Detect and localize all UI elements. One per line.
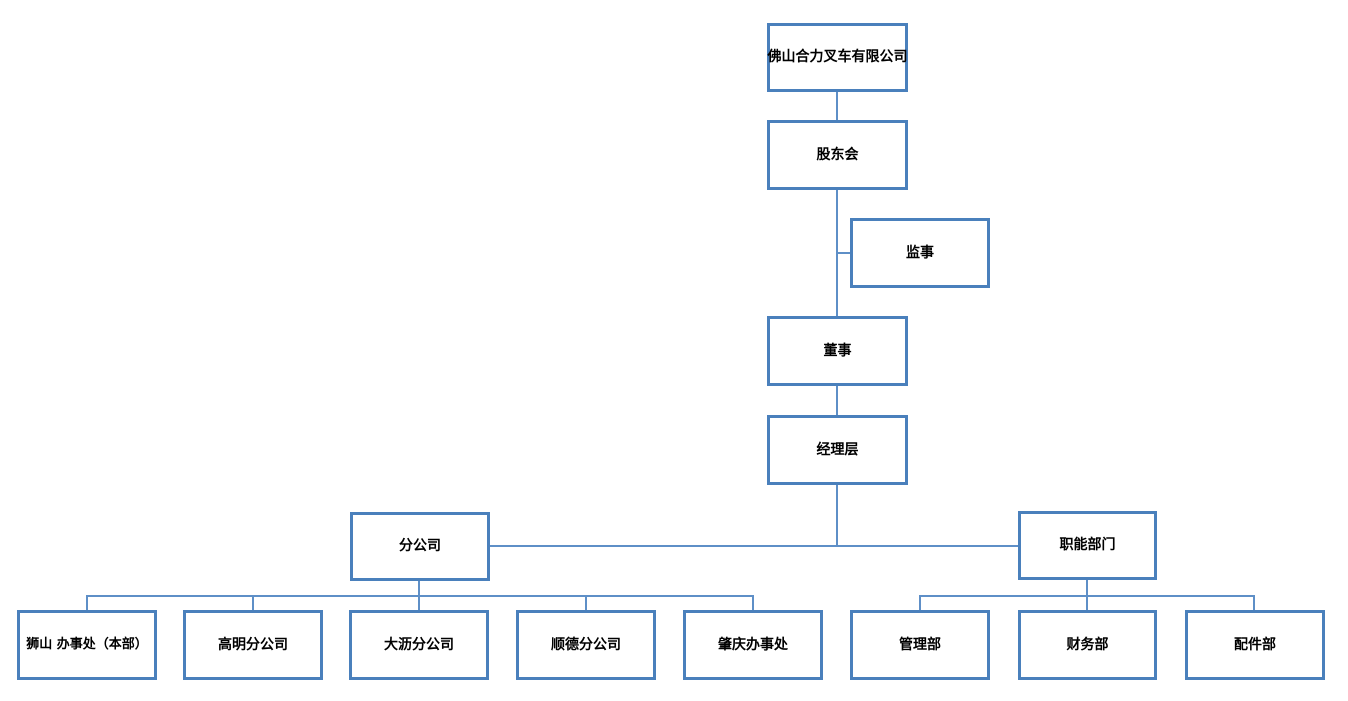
- org-node-management-label: 经理层: [816, 441, 859, 458]
- connector-management-downspine: [836, 485, 838, 546]
- connector-drop-admin: [919, 595, 921, 610]
- connector-drop-shunde: [585, 595, 587, 610]
- org-node-supervisor-label: 监事: [906, 244, 934, 261]
- org-node-company: 佛山合力叉车有限公司: [767, 23, 908, 92]
- connector-drop-shishan: [86, 595, 88, 610]
- connector-left-bus: [86, 595, 754, 597]
- org-node-shishan-label: 狮山 办事处（本部）: [26, 637, 148, 653]
- org-node-parts-label: 配件部: [1234, 636, 1276, 653]
- connector-drop-gaoming: [252, 595, 254, 610]
- org-node-shareholders-label: 股东会: [816, 146, 859, 163]
- org-node-shunde-label: 顺德分公司: [551, 636, 621, 653]
- connector-stub-supervisor: [837, 252, 850, 254]
- org-node-zhaoqing: 肇庆办事处: [683, 610, 823, 680]
- org-node-branches-label: 分公司: [399, 538, 441, 555]
- org-node-management: 经理层: [767, 415, 908, 485]
- org-node-zhaoqing-label: 肇庆办事处: [718, 636, 788, 653]
- org-node-dali: 大沥分公司: [349, 610, 489, 680]
- org-node-functional: 职能部门: [1018, 511, 1157, 580]
- org-node-functional-label: 职能部门: [1059, 537, 1116, 554]
- org-node-director: 董事: [767, 316, 908, 386]
- org-node-gaoming-label: 高明分公司: [218, 636, 288, 653]
- org-node-shunde: 顺德分公司: [516, 610, 656, 680]
- connector-root-shareholders: [836, 92, 838, 120]
- org-node-admin-label: 管理部: [899, 636, 941, 653]
- org-node-finance: 财务部: [1018, 610, 1157, 680]
- connector-mid-bus: [490, 545, 1018, 547]
- org-node-gaoming: 高明分公司: [183, 610, 323, 680]
- connector-right-bus: [919, 595, 1255, 597]
- org-node-director-label: 董事: [823, 342, 852, 359]
- org-node-company-label: 佛山合力叉车有限公司: [767, 49, 908, 66]
- org-node-supervisor: 监事: [850, 218, 990, 288]
- connector-drop-zhaoqing: [752, 595, 754, 610]
- org-node-shareholders: 股东会: [767, 120, 908, 190]
- org-node-branches: 分公司: [350, 512, 490, 581]
- connector-drop-parts: [1253, 595, 1255, 610]
- org-node-dali-label: 大沥分公司: [384, 636, 454, 653]
- org-node-admin: 管理部: [850, 610, 990, 680]
- connector-director-management: [836, 386, 838, 415]
- org-node-finance-label: 财务部: [1066, 636, 1109, 653]
- org-node-shishan: 狮山 办事处（本部）: [17, 610, 157, 680]
- org-node-parts: 配件部: [1185, 610, 1325, 680]
